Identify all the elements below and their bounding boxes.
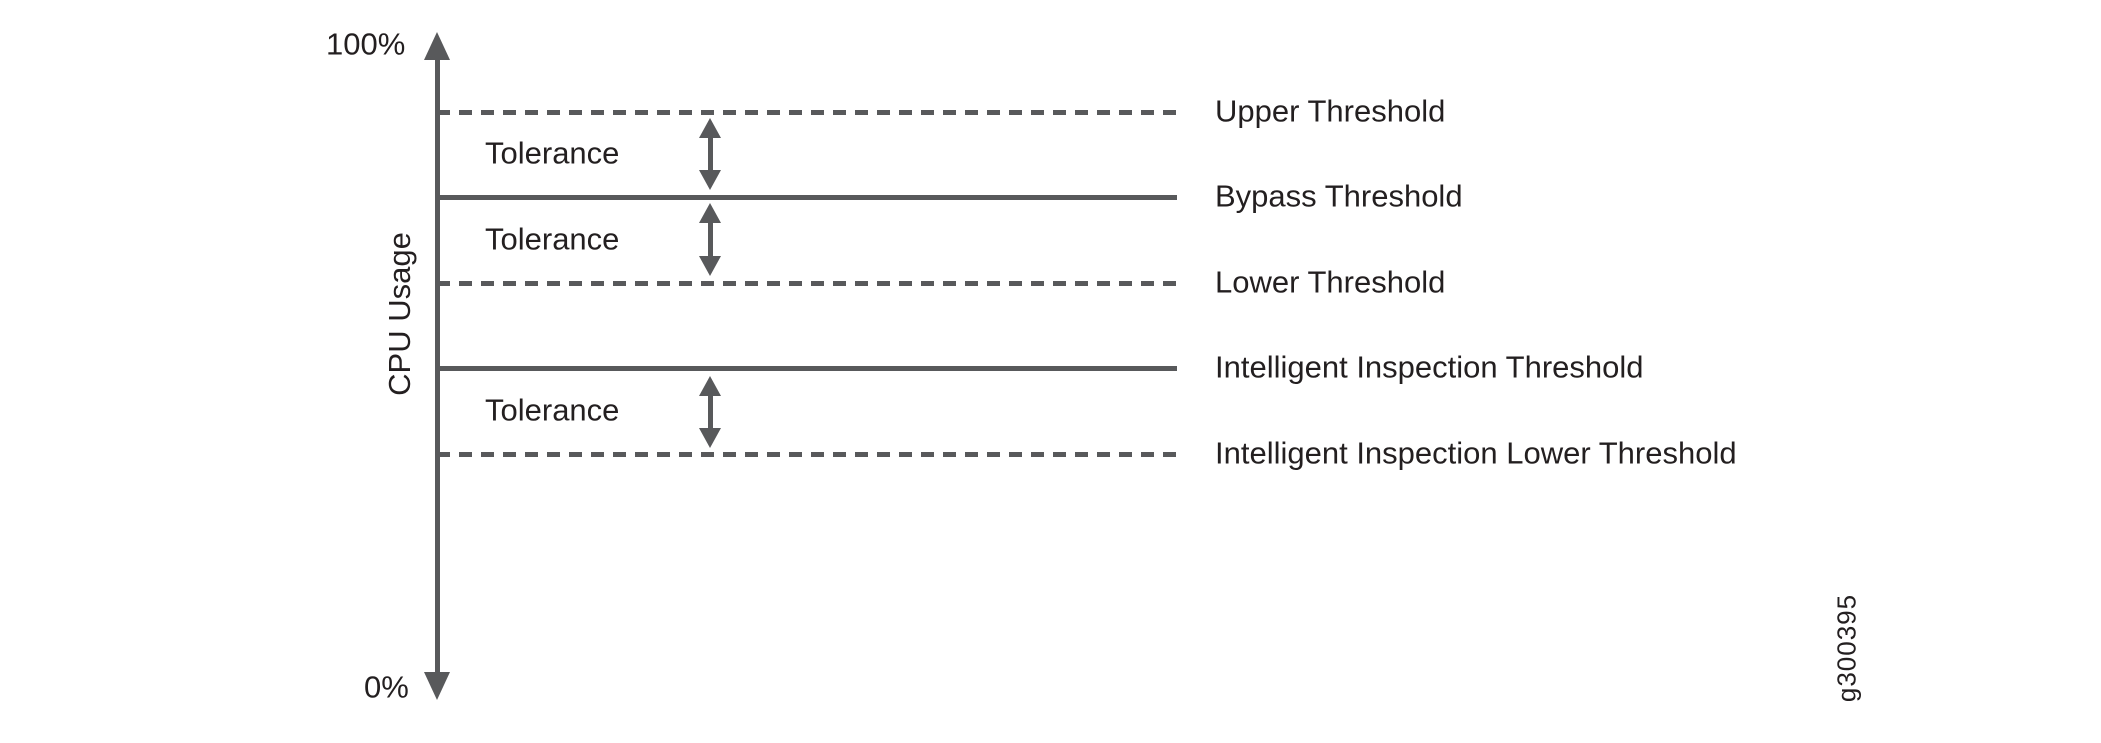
arrow-head-down-icon xyxy=(699,170,721,190)
arrow-shaft xyxy=(707,223,713,256)
arrow-head-up-icon xyxy=(699,118,721,138)
tolerance-double-arrow-icon-1 xyxy=(698,118,722,190)
axis-min-label: 0% xyxy=(364,669,409,705)
arrow-head-down-icon xyxy=(699,256,721,276)
arrow-shaft xyxy=(707,138,713,170)
cpu-usage-axis-line xyxy=(435,46,440,678)
threshold-line-intelligent-inspection-lower xyxy=(437,452,1177,457)
arrow-head-up-icon xyxy=(699,376,721,396)
axis-max-label: 100% xyxy=(326,26,406,62)
figure-id: g300395 xyxy=(1831,593,1862,703)
tolerance-double-arrow-icon-2 xyxy=(698,203,722,276)
arrow-head-up-icon xyxy=(699,203,721,223)
tolerance-double-arrow-icon-3 xyxy=(698,376,722,448)
axis-arrow-down-icon xyxy=(424,672,450,700)
tolerance-label-1: Tolerance xyxy=(485,135,620,171)
tolerance-label-2: Tolerance xyxy=(485,221,620,257)
axis-arrow-up-icon xyxy=(424,32,450,60)
tolerance-label-3: Tolerance xyxy=(485,392,620,428)
threshold-label-upper: Upper Threshold xyxy=(1215,93,1446,129)
arrow-head-down-icon xyxy=(699,428,721,448)
threshold-label-intelligent-inspection-lower: Intelligent Inspection Lower Threshold xyxy=(1215,435,1737,471)
arrow-shaft xyxy=(707,396,713,428)
threshold-label-bypass: Bypass Threshold xyxy=(1215,178,1463,214)
threshold-line-upper xyxy=(437,110,1177,115)
threshold-line-bypass xyxy=(437,195,1177,200)
threshold-line-lower xyxy=(437,281,1177,286)
threshold-line-intelligent-inspection xyxy=(437,366,1177,371)
axis-title: CPU Usage xyxy=(382,232,417,396)
threshold-label-intelligent-inspection: Intelligent Inspection Threshold xyxy=(1215,349,1644,385)
threshold-label-lower: Lower Threshold xyxy=(1215,264,1446,300)
